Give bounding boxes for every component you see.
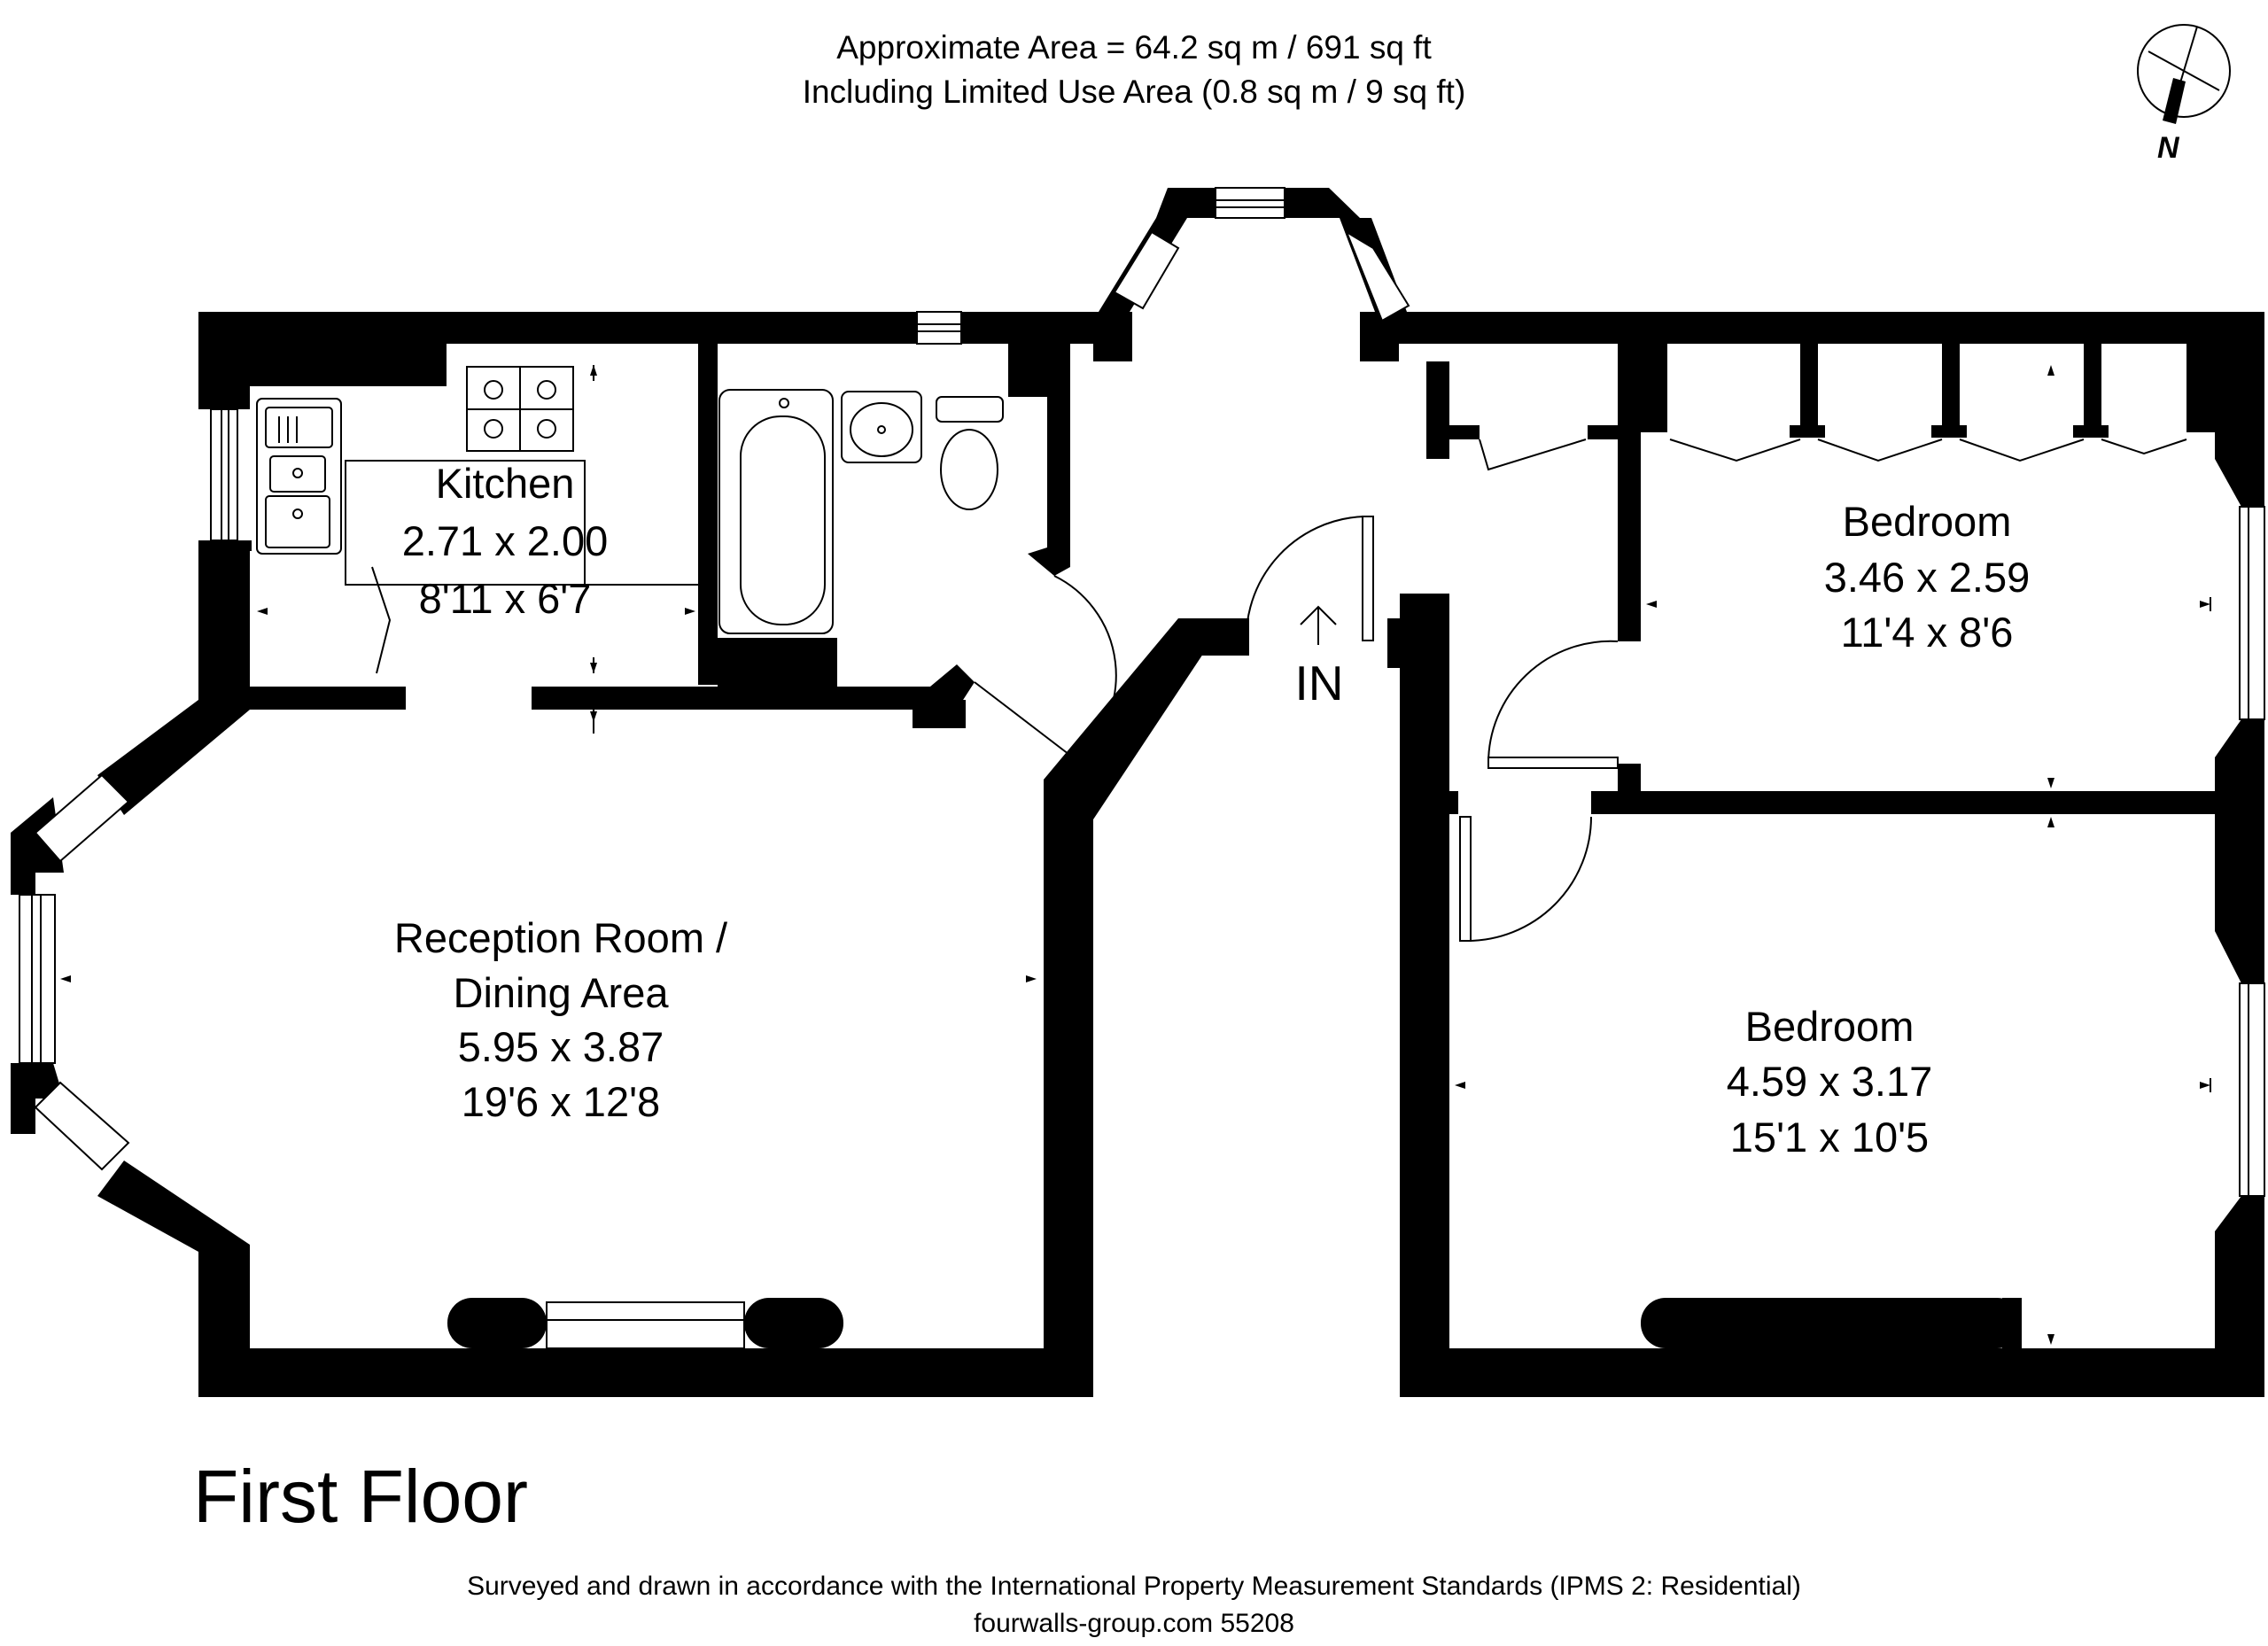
toilet-icon [936, 396, 1004, 510]
bedroom-lower-name: Bedroom [1745, 1003, 1915, 1050]
bedroom-lower-metric: 4.59 x 3.17 [1727, 1058, 1933, 1105]
compass-icon [2137, 24, 2231, 124]
bedroom-lower-label: Bedroom 4.59 x 3.17 15'1 x 10'5 [1727, 1003, 1933, 1161]
entrance-arrow-icon [1300, 605, 1337, 645]
bedroom-upper-imperial: 11'4 x 8'6 [1841, 609, 2014, 656]
doors [371, 439, 2187, 942]
reception-metric: 5.95 x 3.87 [458, 1023, 664, 1070]
reception-name-line2: Dining Area [454, 969, 670, 1016]
washbasin-icon [841, 391, 922, 463]
hob-icon [466, 366, 574, 452]
standards-text: Surveyed and drawn in accordance with th… [467, 1572, 1801, 1601]
bedroom-upper-name: Bedroom [1843, 498, 2012, 545]
dimension-markers [60, 365, 2211, 1345]
kitchen-label: Kitchen 2.71 x 2.00 8'11 x 6'7 [402, 460, 609, 622]
reception-imperial: 19'6 x 12'8 [462, 1078, 660, 1125]
exterior-walls [11, 188, 2264, 1397]
bathtub-icon [718, 389, 834, 634]
north-label: N [2157, 131, 2180, 165]
kitchen-sink-icon [256, 398, 342, 555]
kitchen-counter [345, 460, 700, 586]
windows [19, 187, 2265, 1349]
approximate-area-text: Approximate Area = 64.2 sq m / 691 sq ft [836, 29, 1432, 66]
reception-name-line1: Reception Room / [394, 914, 728, 961]
kitchen-imperial: 8'11 x 6'7 [419, 575, 592, 622]
kitchen-name: Kitchen [436, 460, 575, 507]
floor-label: First Floor [193, 1455, 528, 1538]
reception-label: Reception Room / Dining Area 5.95 x 3.87… [394, 914, 728, 1125]
limited-use-area-text: Including Limited Use Area (0.8 sq m / 9… [803, 74, 1466, 110]
reference-text: fourwalls-group.com 55208 [974, 1609, 1294, 1638]
bedroom-lower-imperial: 15'1 x 10'5 [1730, 1114, 1929, 1161]
bedroom-upper-metric: 3.46 x 2.59 [1824, 554, 2031, 601]
bedroom-upper-label: Bedroom 3.46 x 2.59 11'4 x 8'6 [1824, 498, 2031, 656]
entrance-label: IN [1295, 656, 1344, 710]
kitchen-metric: 2.71 x 2.00 [402, 517, 609, 564]
